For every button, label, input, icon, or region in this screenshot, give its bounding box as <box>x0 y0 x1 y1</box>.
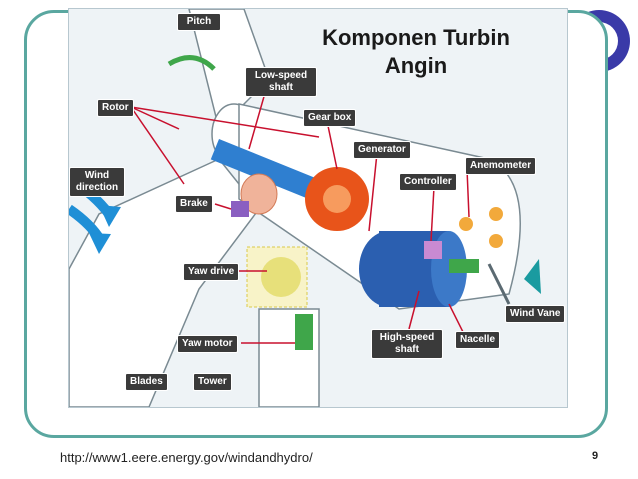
label-low-speed-shaft: Low-speed shaft <box>245 67 317 97</box>
leader-high-speed-shaft <box>408 290 420 330</box>
wind-arrow-2-head <box>89 233 111 254</box>
label-anemometer: Anemometer <box>465 157 537 175</box>
anemometer-cup-1 <box>459 217 473 231</box>
slide-title: Komponen Turbin Angin <box>300 24 532 80</box>
label-controller: Controller <box>399 173 457 191</box>
slide-title-line2: Angin <box>384 53 448 78</box>
label-blades: Blades <box>125 373 168 391</box>
label-generator: Generator <box>353 141 411 159</box>
brake-disk <box>240 173 278 215</box>
label-pitch: Pitch <box>177 13 221 31</box>
leader-generator <box>368 152 378 232</box>
page-number: 9 <box>592 450 599 462</box>
brake-caliper <box>231 201 249 217</box>
yaw-drive-gear <box>261 257 301 297</box>
high-speed-shaft-part <box>449 259 479 273</box>
label-brake: Brake <box>175 195 213 213</box>
leader-nacelle <box>448 303 465 335</box>
leader-rotor-3 <box>130 106 185 185</box>
turbin-diagram: Pitch Low-speed shaft Rotor Gear box Gen… <box>68 8 568 408</box>
leader-controller <box>430 186 435 242</box>
wind-vane-fin <box>524 259 541 294</box>
label-tower: Tower <box>193 373 232 391</box>
leader-brake <box>214 203 232 210</box>
wind-arrow-1-head <box>99 205 121 227</box>
gear-box-hub <box>323 185 351 213</box>
label-wind-direction: Wind direction <box>69 167 125 197</box>
leader-anemometer <box>466 168 470 218</box>
pitch-arrow <box>167 55 216 71</box>
yaw-motor-body <box>295 314 313 350</box>
label-rotor: Rotor <box>97 99 134 117</box>
label-gear-box: Gear box <box>303 109 357 127</box>
slide-title-line1: Komponen Turbin <box>322 25 510 50</box>
vane-arm <box>487 263 511 305</box>
leader-rotor-1 <box>130 106 180 130</box>
label-yaw-drive: Yaw drive <box>183 263 240 281</box>
leader-gear-box <box>326 120 338 170</box>
blade-lower <box>69 158 260 407</box>
label-high-speed-shaft: High-speed shaft <box>371 329 443 359</box>
leader-rotor-2 <box>130 106 320 138</box>
anemometer-cup-2 <box>489 207 503 221</box>
controller-box <box>424 241 442 259</box>
source-url[interactable]: http://www1.eere.energy.gov/windandhydro… <box>60 450 313 465</box>
label-yaw-motor: Yaw motor <box>177 335 238 353</box>
anemometer-cup-3 <box>489 234 503 248</box>
label-wind-vane: Wind Vane <box>505 305 566 323</box>
label-nacelle: Nacelle <box>455 331 501 349</box>
